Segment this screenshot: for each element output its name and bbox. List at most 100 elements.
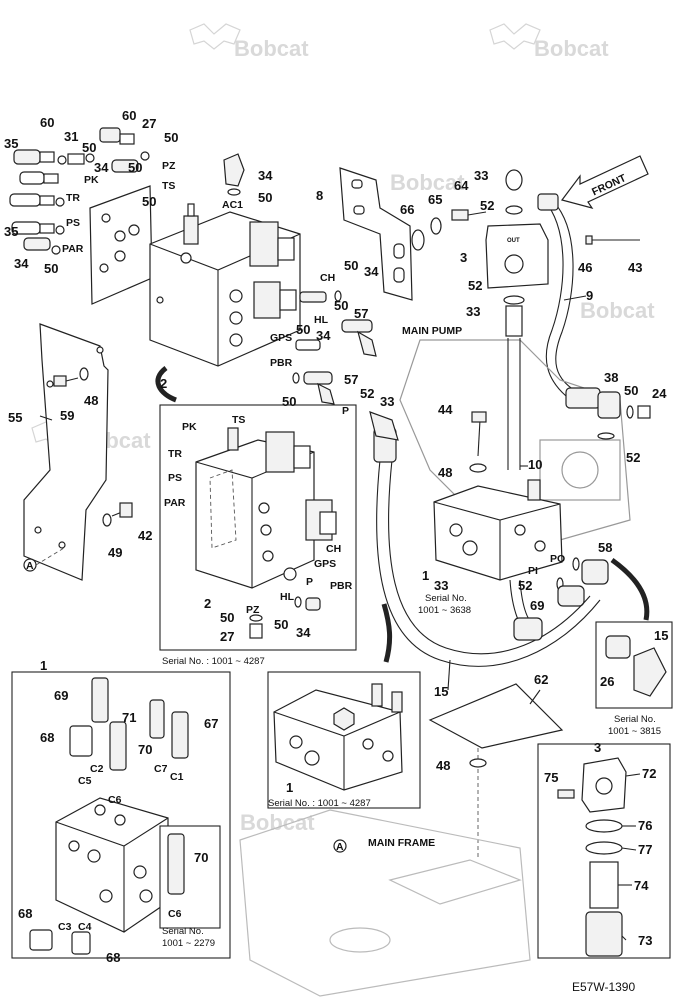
reference-a-label: A <box>336 841 344 853</box>
hose-end-icon <box>537 193 559 211</box>
inset-port-pbr: PBR <box>330 580 353 592</box>
plate-slot-icon <box>393 267 405 283</box>
port-icon <box>462 540 478 556</box>
elbow-fitting-pbr-icon <box>303 371 333 385</box>
cartridge-valve-icon <box>371 683 383 707</box>
fitting-26-icon <box>605 635 631 659</box>
fitting-33-top-icon <box>505 169 523 191</box>
callout-70: 70 <box>138 742 152 757</box>
main-pump-ghost <box>399 339 631 541</box>
fitting-ch-34-icon <box>299 291 327 303</box>
callout-48: 48 <box>436 758 450 773</box>
callout-71: 71 <box>122 710 136 725</box>
port-par: PAR <box>62 243 84 255</box>
ring-76-icon <box>585 819 623 833</box>
port-icon <box>229 289 243 303</box>
valve-67-icon <box>171 711 189 759</box>
callout-26: 26 <box>600 674 614 689</box>
valve-block-1-edges-icon <box>433 501 561 580</box>
callout-24: 24 <box>652 386 667 401</box>
o-ring-icon <box>140 151 150 161</box>
callout-35: 35 <box>4 224 18 239</box>
hose-9-icon <box>543 199 567 397</box>
serial-valve-2: Serial No. : 1001 ~ 4287 <box>162 656 265 667</box>
callout-2: 2 <box>204 596 211 611</box>
reference-leader-icon <box>35 547 65 566</box>
plate-slot-icon <box>353 205 365 215</box>
o-ring-50-icon <box>334 290 342 302</box>
hidden-ports-icon <box>209 469 237 549</box>
callout-35: 35 <box>4 136 18 151</box>
callout-3: 3 <box>460 250 467 265</box>
inset-valve-2 <box>195 427 337 639</box>
bracket-hole-icon <box>34 526 42 534</box>
washer-48-icon <box>469 758 487 768</box>
callout-50: 50 <box>296 322 310 337</box>
o-ring-50-icon <box>249 614 263 622</box>
bolt-42-head-icon <box>119 502 133 518</box>
serial-p15-line1: Serial No. <box>614 714 656 725</box>
watermark-text: Bobcat <box>390 170 465 195</box>
frame-cutout-icon <box>388 859 522 905</box>
valve-block-1-body-icon <box>433 485 563 581</box>
callout-67: 67 <box>204 716 218 731</box>
bolt-shank-icon <box>467 211 487 216</box>
elbow-fitting-35-icon <box>13 149 41 165</box>
callout-1: 1 <box>422 568 429 583</box>
inset-port-pz: PZ <box>246 604 260 616</box>
elbow-fitting-34b-icon <box>111 159 139 173</box>
elbow-fitting-60-icon <box>99 127 121 143</box>
front-arrow: FRONT <box>560 155 649 209</box>
port-c6-variant: C6 <box>168 908 182 920</box>
callout-34: 34 <box>94 160 109 175</box>
cartridge-tip-icon <box>187 203 195 217</box>
bracket-hole-icon <box>58 541 66 549</box>
callout-66: 66 <box>400 202 414 217</box>
valve-70-variant-icon <box>167 833 185 895</box>
callout-8: 8 <box>316 188 323 203</box>
inset-port-ps: PS <box>168 472 182 484</box>
callout-46: 46 <box>578 260 592 275</box>
bolt-44-head-icon <box>471 411 487 423</box>
elbow-fitting-34-icon <box>19 171 45 185</box>
inset-port-tr: TR <box>168 448 182 460</box>
o-ring-50-icon <box>626 405 634 419</box>
callout-68: 68 <box>106 950 120 965</box>
out-label: OUT <box>507 238 520 244</box>
serial-p15-line2: 1001 ~ 3815 <box>608 726 661 737</box>
filter-3-exploded <box>557 757 627 957</box>
callout-50: 50 <box>258 190 272 205</box>
fitting-nut-icon <box>39 195 55 206</box>
inset-valve-1 <box>273 683 403 791</box>
callout-70: 70 <box>194 850 208 865</box>
plate-hole-icon <box>101 213 111 223</box>
plate-hole-icon <box>114 230 126 242</box>
callout-27: 27 <box>220 629 234 644</box>
washer-48-icon <box>469 463 487 473</box>
frame-hole-icon <box>329 927 391 953</box>
callout-2: 2 <box>160 376 167 391</box>
serial-p70-line1: Serial No. <box>162 926 204 937</box>
port-icon <box>229 333 243 347</box>
fitting-nut-icon <box>39 151 55 163</box>
callout-arrow-valve2-icon <box>155 366 177 403</box>
leader-77 <box>621 847 637 851</box>
port-icon <box>139 889 153 903</box>
callout-33: 33 <box>434 578 448 593</box>
port-icon <box>289 735 303 749</box>
callout-76: 76 <box>638 818 652 833</box>
watermark-text: Bobcat <box>240 810 315 835</box>
frame-outline-icon <box>239 809 531 997</box>
callout-34: 34 <box>316 328 331 343</box>
port-p: P <box>342 405 349 417</box>
port-c6: C6 <box>108 794 122 806</box>
inset-port-ch: CH <box>326 543 341 555</box>
port-icon <box>260 524 272 536</box>
element-74-icon <box>589 861 619 909</box>
part-number-callouts: 60 31 35 50 60 27 50 34 50 50 35 34 50 3… <box>4 108 668 965</box>
bracket-hole-icon <box>46 380 54 388</box>
solenoid-connector-icon <box>279 289 297 311</box>
leader-55 <box>39 415 53 421</box>
leader-15 <box>447 659 451 691</box>
watermark-text: Bobcat <box>234 36 309 61</box>
